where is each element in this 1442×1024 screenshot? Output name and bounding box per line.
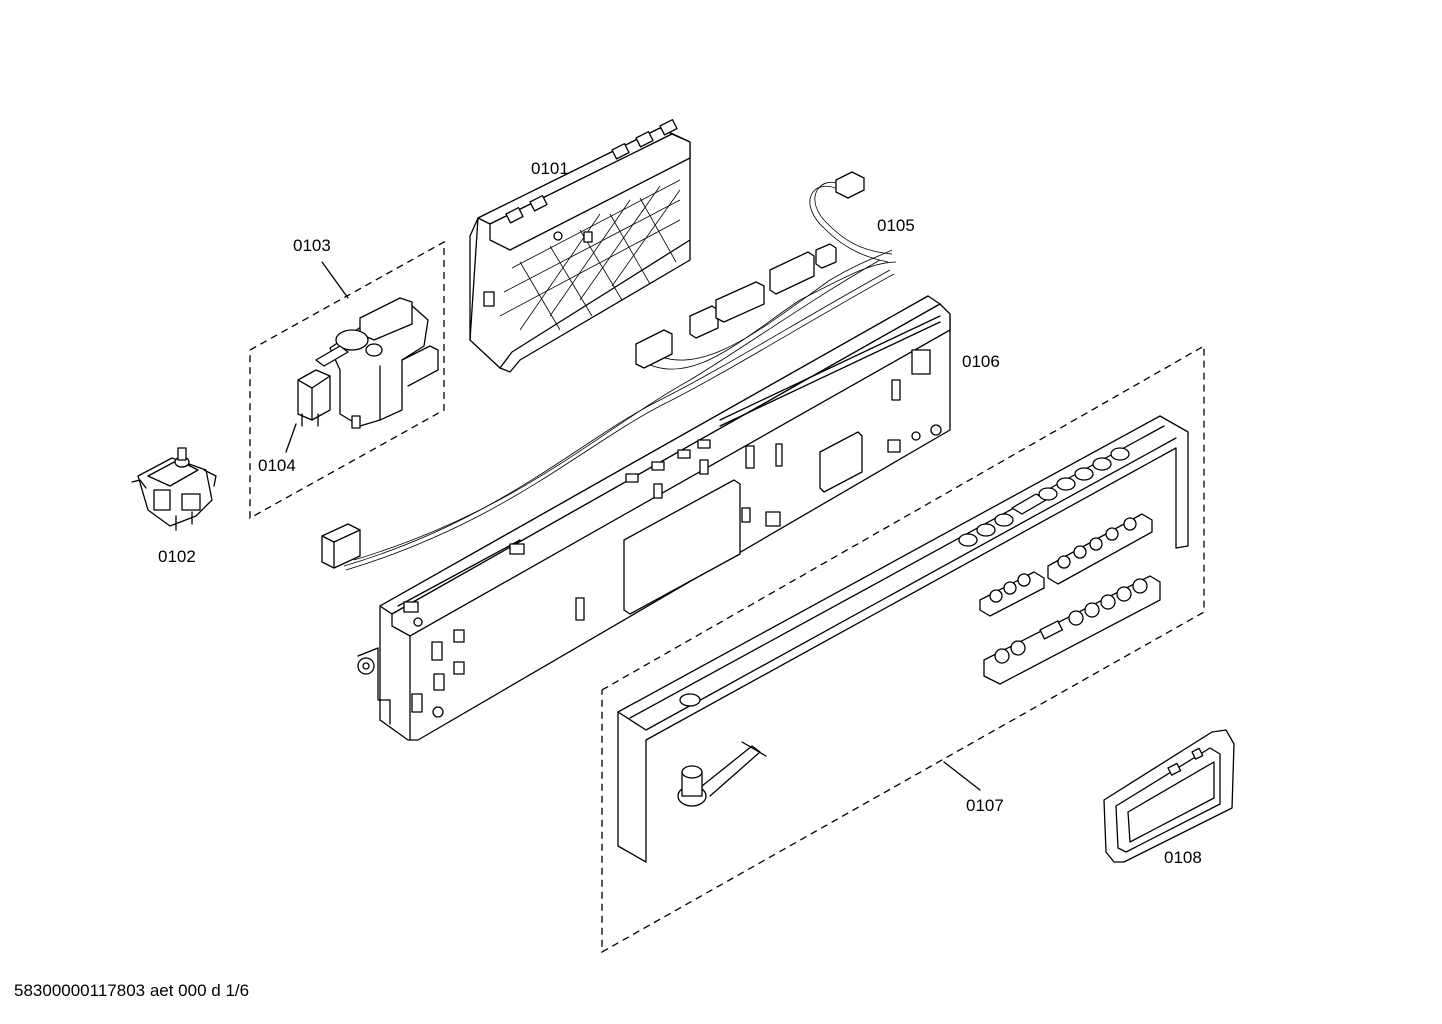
label-0105: 0105 — [877, 216, 915, 235]
label-0101: 0101 — [531, 159, 569, 178]
part-0102-door-switch[interactable] — [131, 447, 217, 531]
part-0105-wiring-harness[interactable] — [321, 171, 897, 571]
label-0108: 0108 — [1164, 848, 1202, 867]
label-0104: 0104 — [258, 456, 296, 475]
label-0107: 0107 — [966, 796, 1004, 815]
label-0106: 0106 — [962, 352, 1000, 371]
label-0102: 0102 — [158, 547, 196, 566]
part-0106-panel-frame[interactable] — [357, 295, 951, 741]
document-footer-code: 58300000117803 aet 000 d 1/6 — [14, 981, 250, 1000]
part-0103-group-outline — [249, 240, 445, 520]
label-0103: 0103 — [293, 236, 331, 255]
part-0107-group-outline — [601, 344, 1205, 954]
part-0104-small-module[interactable] — [285, 369, 331, 453]
part-0101-control-module[interactable] — [469, 118, 691, 373]
part-0107-control-panel[interactable] — [617, 415, 1189, 863]
part-0108-door-handle[interactable] — [1103, 729, 1235, 863]
part-0103-switch-assembly[interactable] — [315, 297, 439, 429]
